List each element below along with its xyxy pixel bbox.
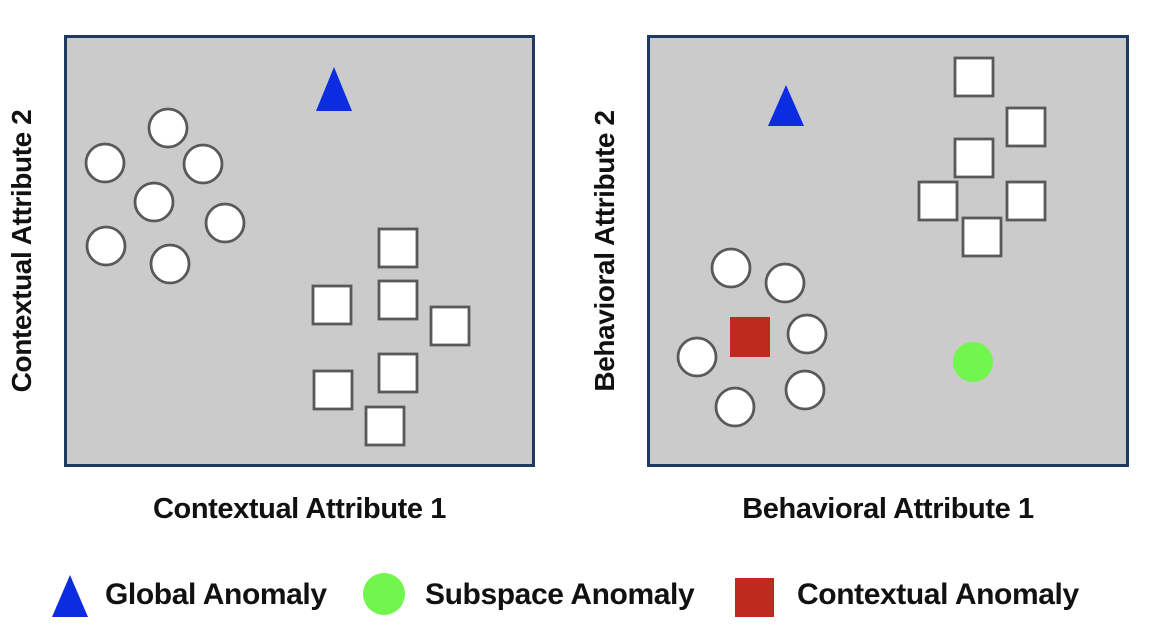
inlier-circle	[710, 247, 752, 289]
inlier-square	[311, 284, 353, 326]
inlier-circle	[204, 202, 246, 244]
legend-label-contextual-anomaly: Contextual Anomaly	[797, 578, 1079, 611]
inlier-square	[953, 137, 995, 179]
inlier-circle	[784, 369, 826, 411]
inlier-square	[953, 56, 995, 98]
inlier-square	[1005, 180, 1047, 222]
x-axis-label-contextual-1: Contextual Attribute 1	[152, 493, 447, 525]
inlier-circle	[764, 262, 806, 304]
inlier-circle	[147, 107, 189, 149]
inlier-square	[377, 352, 419, 394]
legend-label-global-anomaly: Global Anomaly	[105, 578, 327, 611]
subspace-anomaly-circle-icon	[363, 573, 405, 615]
inlier-circle	[714, 386, 756, 428]
inlier-circle	[182, 143, 224, 185]
global-anomaly-triangle	[316, 67, 352, 111]
y-axis-label-behavioral-2: Behavioral Attribute 2	[589, 110, 620, 392]
contextual-anomaly-square-icon	[735, 578, 774, 617]
legend-label-subspace-anomaly: Subspace Anomaly	[425, 578, 695, 611]
inlier-square	[312, 369, 354, 411]
inlier-circle	[149, 243, 191, 285]
inlier-square	[961, 216, 1003, 258]
contextual-attributes-panel	[64, 35, 535, 467]
x-axis-label-behavioral-1: Behavioral Attribute 1	[742, 493, 1034, 525]
y-axis-label-contextual-2: Contextual Attribute 2	[6, 109, 37, 393]
inlier-circle	[786, 313, 828, 355]
subspace-anomaly-circle	[953, 342, 993, 382]
inlier-circle	[133, 181, 175, 223]
inlier-square	[917, 180, 959, 222]
inlier-square	[429, 305, 471, 347]
inlier-square	[1005, 106, 1047, 148]
inlier-circle	[84, 142, 126, 184]
global-anomaly-triangle-icon	[52, 575, 88, 617]
contextual-anomaly-square	[730, 317, 770, 357]
inlier-square	[364, 405, 406, 447]
legend: Global Anomaly Subspace Anomaly Contextu…	[0, 565, 1159, 625]
inlier-square	[377, 227, 419, 269]
inlier-square	[377, 279, 419, 321]
inlier-circle	[676, 336, 718, 378]
global-anomaly-triangle	[768, 85, 804, 126]
inlier-circle	[85, 225, 127, 267]
behavioral-attributes-panel	[647, 35, 1129, 467]
contextual-panel-background	[64, 35, 535, 467]
